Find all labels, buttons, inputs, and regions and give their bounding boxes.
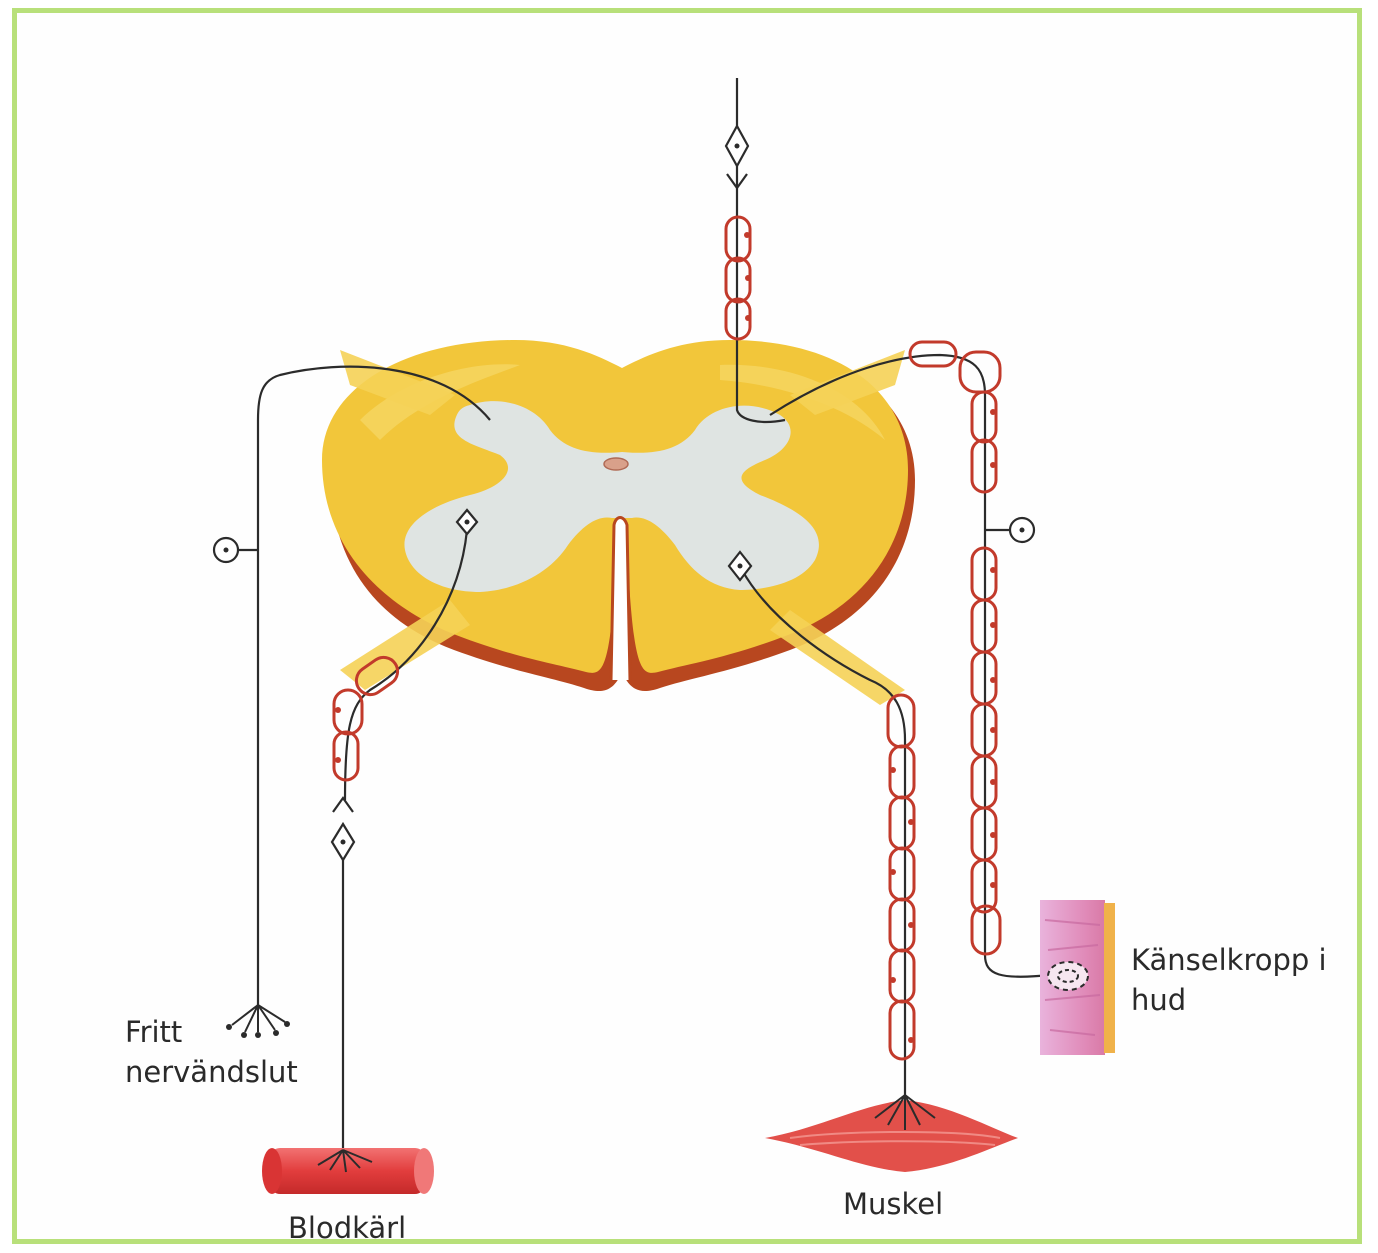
nucleus-dot <box>335 757 341 763</box>
neuron-diamond-left-horn-nucleus <box>465 520 470 525</box>
free-nerve-ending-label-line1: Fritt <box>125 1012 298 1052</box>
skin <box>1040 900 1115 1055</box>
myelin-segment <box>890 1001 914 1059</box>
synapse-fork-vessel <box>333 798 353 812</box>
nucleus-dot <box>990 779 996 785</box>
neuron-diamond-right-horn-nucleus <box>738 564 743 569</box>
blood-vessel-end <box>414 1148 434 1194</box>
spinal-cord <box>322 340 915 705</box>
nucleus-dot <box>890 977 896 983</box>
myelin-segment <box>890 950 914 1002</box>
nucleus-dot <box>745 315 751 321</box>
neuron-diamond-top-nucleus <box>735 144 740 149</box>
nucleus-dot <box>908 819 914 825</box>
nucleus-dot <box>990 409 996 415</box>
sensory-corpuscle <box>1048 962 1088 990</box>
nucleus-dot <box>990 677 996 683</box>
nucleus-dot <box>744 232 750 238</box>
sensory-corpuscle-label: Känselkropp i hud <box>1131 940 1327 1020</box>
blood-vessel-label: Blodkärl <box>288 1208 406 1248</box>
myelin-segment <box>888 695 914 747</box>
muscle-label: Muskel <box>843 1184 943 1224</box>
central-canal <box>604 458 628 470</box>
nucleus-dot <box>990 567 996 573</box>
nucleus-dot <box>335 707 341 713</box>
nucleus-dot <box>990 832 996 838</box>
myelin-segment <box>910 342 956 366</box>
nucleus-dot <box>908 922 914 928</box>
blood-vessel <box>262 1148 434 1194</box>
nucleus-dot <box>908 1037 914 1043</box>
muscle <box>765 1095 1018 1172</box>
nucleus-dot <box>890 767 896 773</box>
sensory-corpuscle-label-line1: Känselkropp i <box>1131 940 1327 980</box>
free-nerve-ending-label-line2: nervändslut <box>125 1052 298 1092</box>
nucleus-dot <box>890 869 896 875</box>
nucleus-dot <box>745 275 751 281</box>
ganglion-cell-left-nucleus <box>224 548 229 553</box>
nucleus-dot <box>990 622 996 628</box>
nucleus-dot <box>990 882 996 888</box>
median-fissure <box>611 518 630 681</box>
nucleus-dot <box>990 727 996 733</box>
sensory-corpuscle-label-line2: hud <box>1131 980 1327 1020</box>
neuron-diamond-vessel-nucleus <box>341 840 346 845</box>
free-nerve-ending-label: Fritt nervändslut <box>125 1012 298 1092</box>
ganglion-cell-right-nucleus <box>1020 528 1025 533</box>
skin-epidermis <box>1104 903 1115 1053</box>
nucleus-dot <box>990 462 996 468</box>
blood-vessel-end <box>262 1148 282 1194</box>
